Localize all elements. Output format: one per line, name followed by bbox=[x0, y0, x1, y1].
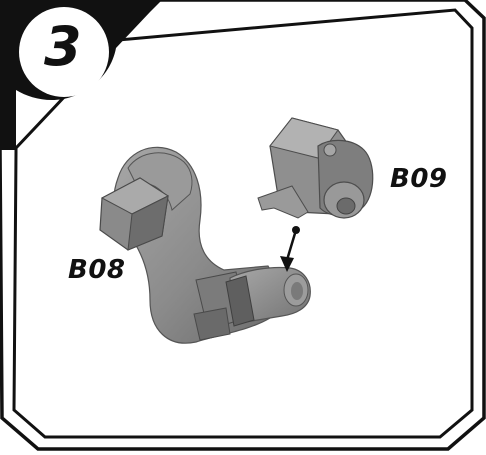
b09-cylinder-peg bbox=[337, 198, 355, 214]
step-number: 3 bbox=[27, 20, 99, 76]
b09-stud bbox=[324, 144, 336, 156]
part-label-b08: B08 bbox=[68, 257, 126, 283]
assembly-arrow-icon bbox=[280, 226, 300, 272]
b08-elbow-plate-lower bbox=[194, 308, 230, 340]
b08-wrist-socket-inner bbox=[291, 282, 303, 300]
part-b09-joint bbox=[258, 118, 373, 218]
part-label-b09: B09 bbox=[390, 166, 448, 192]
